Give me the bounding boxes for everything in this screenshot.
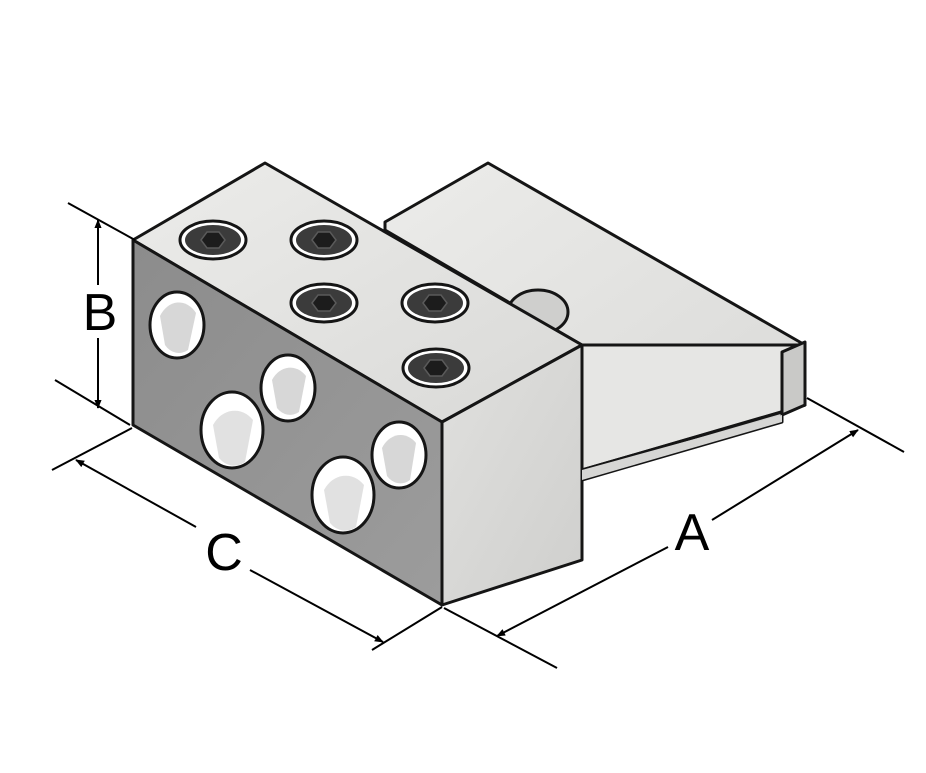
hex-socket-screw-icon	[178, 219, 248, 261]
hex-socket-screw-icon	[400, 282, 470, 324]
dimension-c-line-left	[75, 459, 197, 528]
dimension-a-line-right	[711, 429, 859, 521]
hex-socket-screw-icon	[401, 347, 471, 389]
hex-socket-screw-icon	[289, 282, 359, 324]
dimension-b-label: B	[83, 284, 118, 342]
step-floor-face	[580, 343, 807, 472]
dimension-a-line-left	[496, 546, 669, 637]
extension-line	[54, 379, 131, 426]
through-hole	[148, 290, 206, 360]
through-hole	[370, 420, 428, 490]
hex-socket-screw-icon	[289, 219, 359, 261]
extension-line	[371, 606, 443, 651]
dimension-a-label: A	[675, 504, 710, 562]
through-hole	[259, 353, 317, 423]
through-hole	[199, 390, 265, 470]
extension-line	[806, 397, 905, 453]
dimension-c	[51, 427, 443, 651]
dimension-c-label: C	[205, 524, 243, 582]
extension-line	[51, 427, 133, 471]
tray-end-face	[780, 340, 807, 417]
dimension-c-line-right	[249, 569, 384, 643]
top-screws	[178, 219, 471, 389]
front-holes	[148, 290, 428, 535]
extension-line	[67, 202, 136, 241]
through-hole	[310, 455, 376, 535]
extension-line	[443, 607, 558, 669]
base-right-face	[582, 415, 782, 480]
dimension-b	[54, 202, 136, 426]
dimension-a	[443, 397, 905, 669]
